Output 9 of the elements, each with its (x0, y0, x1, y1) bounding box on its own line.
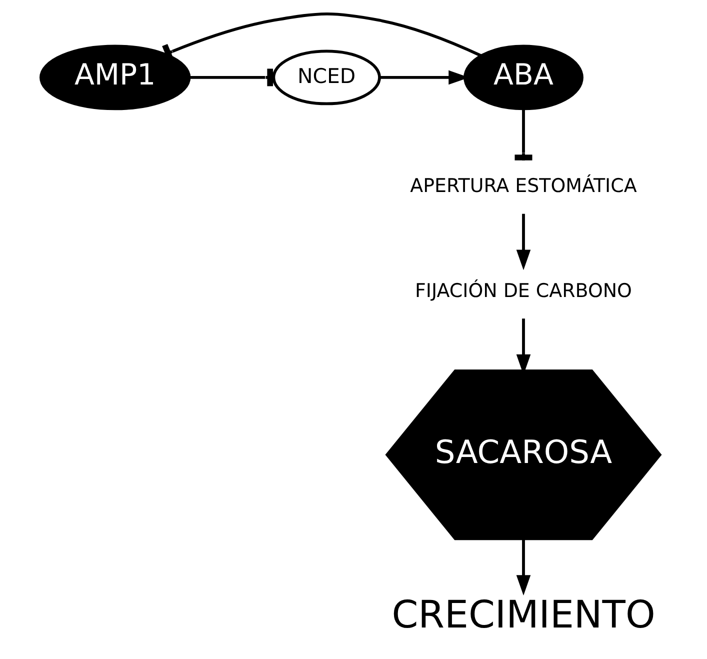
node-ellipse: NCED (272, 50, 380, 106)
node-text: FIJACIÓN DE CARBONO (414, 280, 632, 302)
arrow (516, 538, 530, 596)
node-text: CRECIMIENTO (391, 592, 655, 636)
arrow (516, 214, 530, 270)
node-text: APERTURA ESTOMÁTICA (410, 175, 636, 198)
node-ellipse: ABA (463, 44, 583, 110)
connector (514, 108, 532, 160)
connector (188, 68, 273, 86)
